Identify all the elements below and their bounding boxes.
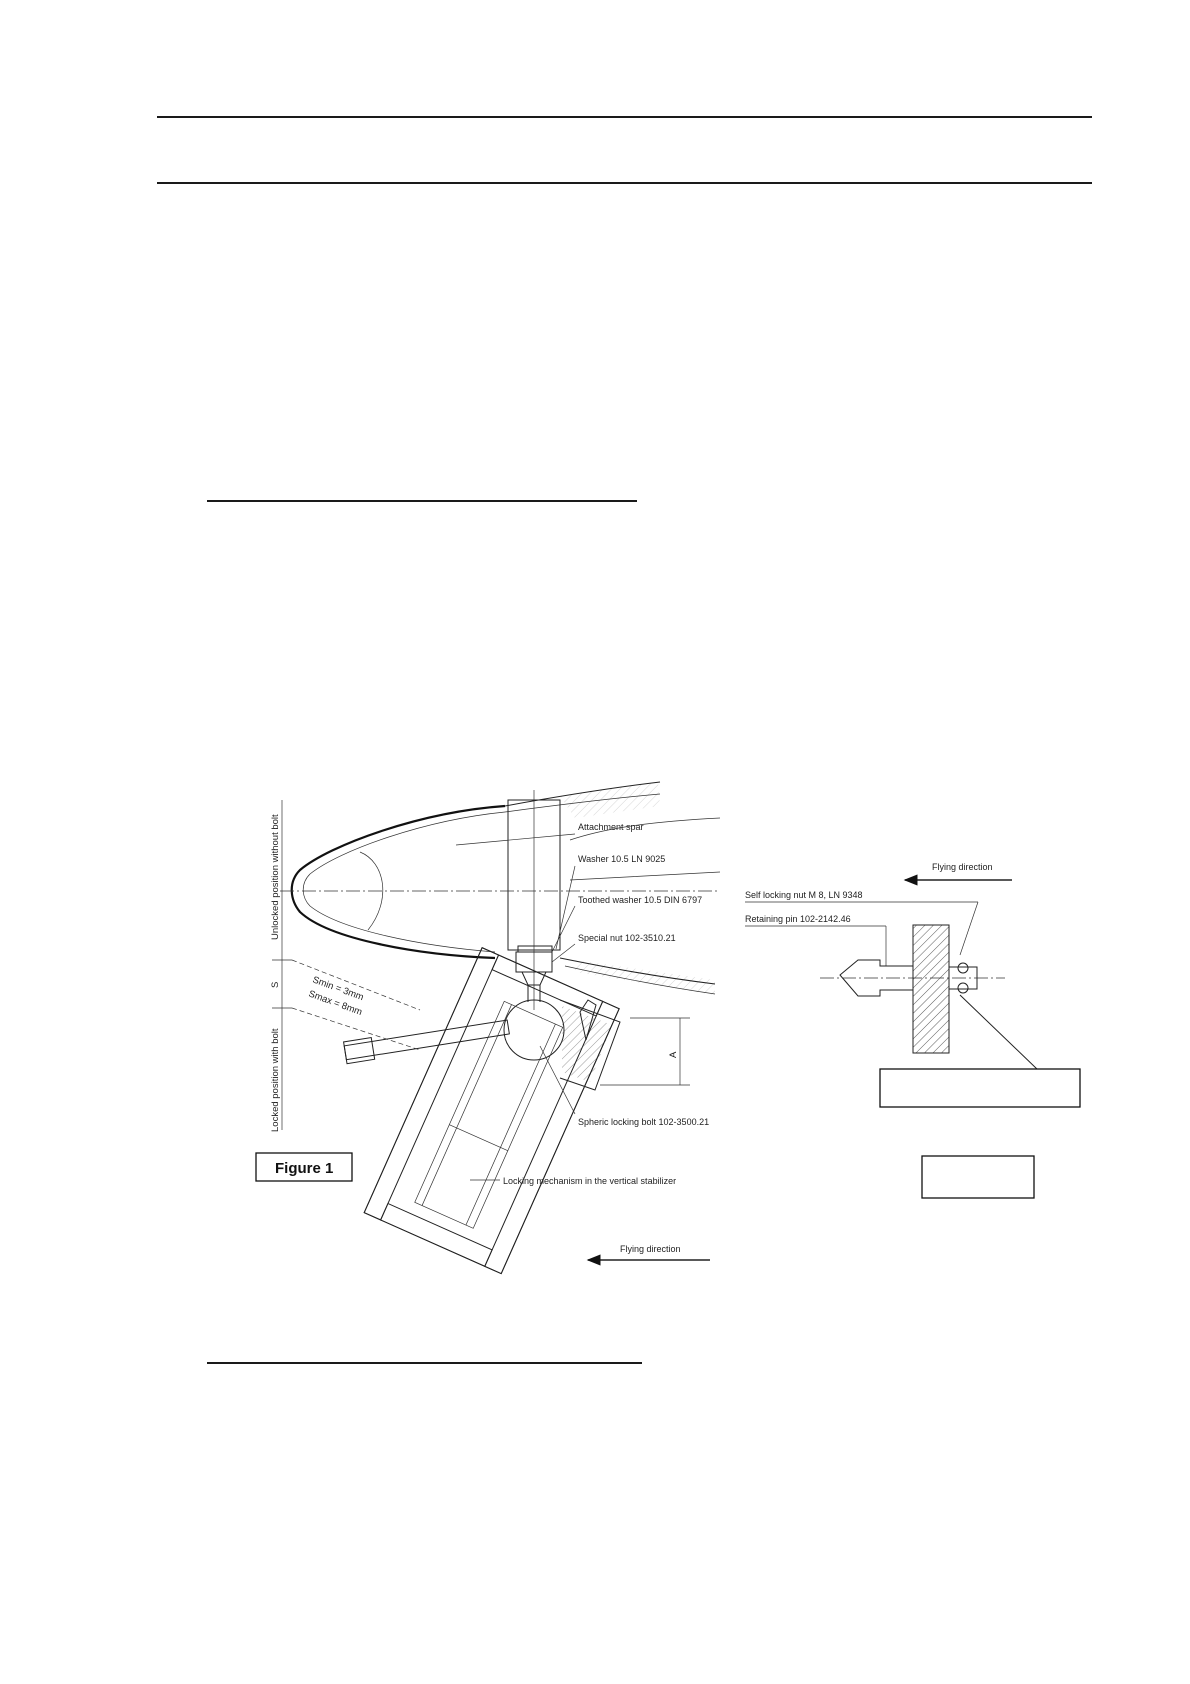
upper-skin-foam bbox=[560, 782, 660, 818]
spheric-bolt-label: Spheric locking bolt 102-3500.21 bbox=[578, 1117, 709, 1127]
toothed-washer-label: Toothed washer 10.5 DIN 6797 bbox=[578, 895, 702, 905]
flying-direction-detail-label: Flying direction bbox=[932, 862, 993, 872]
locking-pin bbox=[343, 1019, 510, 1065]
washer-label: Washer 10.5 LN 9025 bbox=[578, 854, 665, 864]
s-dimension-label: S bbox=[270, 982, 281, 988]
figure-caption-box bbox=[255, 1152, 353, 1182]
upper-skin bbox=[504, 781, 661, 807]
locking-mechanism-label: Locking mechanism in the vertical stabil… bbox=[503, 1176, 676, 1186]
detail-small-box bbox=[921, 1155, 1035, 1199]
retaining-pin-label: Retaining pin 102-2142.46 bbox=[745, 914, 851, 924]
detail-assembly: Flying direction Self locking nut M 8, L… bbox=[745, 862, 1081, 1199]
nose-arc bbox=[359, 851, 384, 931]
rear-contour bbox=[569, 817, 721, 881]
dowel bbox=[579, 999, 597, 1041]
section-underline-1 bbox=[207, 500, 637, 502]
lower-skin-foam bbox=[575, 960, 715, 995]
washer-stack bbox=[517, 945, 553, 953]
detail-callout-box bbox=[879, 1068, 1081, 1108]
locked-position-label: Locked position with bolt bbox=[270, 1028, 281, 1132]
main-assembly: Unlocked position without bolt S Locked … bbox=[255, 781, 721, 1275]
locking-housing bbox=[363, 947, 620, 1275]
socket-right bbox=[559, 999, 621, 1091]
unlocked-position-label: Unlocked position without bolt bbox=[270, 814, 281, 940]
fairing-inner bbox=[302, 811, 506, 953]
header-rule-bottom bbox=[157, 182, 1092, 184]
flying-direction-bottom-label: Flying direction bbox=[620, 1244, 681, 1254]
a-dimension-label: A bbox=[668, 1051, 679, 1058]
section-underline-2 bbox=[207, 1362, 642, 1364]
hatched-plate bbox=[912, 924, 950, 1054]
special-nut-label: Special nut 102-3510.21 bbox=[578, 933, 676, 943]
header-rule-top bbox=[157, 116, 1092, 118]
self-locking-nut-label: Self locking nut M 8, LN 9348 bbox=[745, 890, 863, 900]
fairing-outer bbox=[290, 804, 506, 960]
attachment-spar-label: Attachment spar bbox=[578, 822, 644, 832]
figure-caption: Figure 1 bbox=[275, 1160, 333, 1177]
